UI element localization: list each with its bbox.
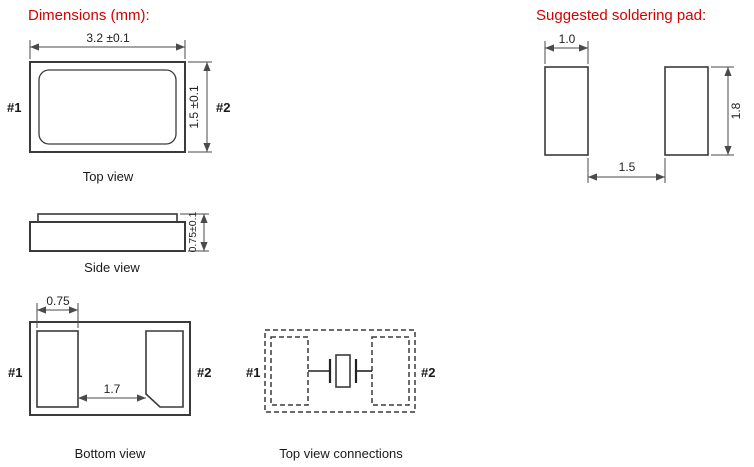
soldering-pad-gap-dimension [587, 158, 666, 183]
bottom-view-pad-width-dimension [36, 303, 79, 328]
connections-outline [264, 329, 416, 413]
soldering-pad-width-label: 1.0 [559, 32, 576, 46]
top-view-pin2-label: #2 [216, 100, 230, 115]
soldering-pad-width-dimension [544, 41, 589, 64]
soldering-pad-left [544, 66, 589, 156]
crystal-body [335, 354, 351, 388]
soldering-pad-view: 1.0 1.8 1.5 [544, 32, 743, 183]
top-view-height-dimension [188, 61, 212, 153]
top-view-lid [38, 69, 177, 145]
bottom-view-gap-label: 1.7 [104, 382, 121, 396]
soldering-pad-right [664, 66, 709, 156]
dimensions-title: Dimensions (mm): [28, 7, 150, 24]
bottom-view-pin1-label: #1 [8, 365, 22, 380]
top-view-height-label: 1.5 ±0.1 [187, 85, 201, 129]
connections-pad2 [371, 336, 410, 406]
bottom-view-caption: Bottom view [75, 446, 146, 461]
crystal-symbol [308, 354, 372, 388]
connections-caption: Top view connections [279, 446, 403, 461]
side-view: 0.75±0.1 Side view [29, 211, 209, 275]
side-view-body [29, 221, 186, 252]
top-view-width-label: 3.2 ±0.1 [86, 31, 130, 45]
bottom-view-pad2 [145, 330, 184, 408]
side-view-lid [37, 213, 178, 223]
top-view: 3.2 ±0.1 1.5 ±0.1 #1 #2 Top view [7, 31, 230, 184]
bottom-view: 0.75 1.7 #1 #2 Bottom view [8, 294, 211, 461]
side-view-height-label: 0.75±0.1 [187, 211, 199, 252]
bottom-view-pad-width-label: 0.75 [46, 294, 70, 308]
soldering-pad-height-label: 1.8 [729, 102, 743, 119]
connections-pin1-label: #1 [246, 365, 260, 380]
soldering-pad-title: Suggested soldering pad: [536, 7, 706, 24]
top-view-caption: Top view [83, 169, 134, 184]
connections-pin2-label: #2 [421, 365, 435, 380]
connections-pad1 [270, 336, 309, 406]
connections-view: #1 #2 Top view connections [246, 329, 435, 461]
side-view-height-dimension [180, 213, 209, 252]
side-view-caption: Side view [84, 260, 140, 275]
top-view-width-dimension [29, 40, 186, 59]
bottom-view-pin2-label: #2 [197, 365, 211, 380]
soldering-pad-height-dimension [711, 66, 734, 156]
bottom-view-pad1 [36, 330, 79, 408]
soldering-pad-gap-label: 1.5 [619, 160, 636, 174]
top-view-body [29, 61, 186, 153]
top-view-pin1-label: #1 [7, 100, 21, 115]
